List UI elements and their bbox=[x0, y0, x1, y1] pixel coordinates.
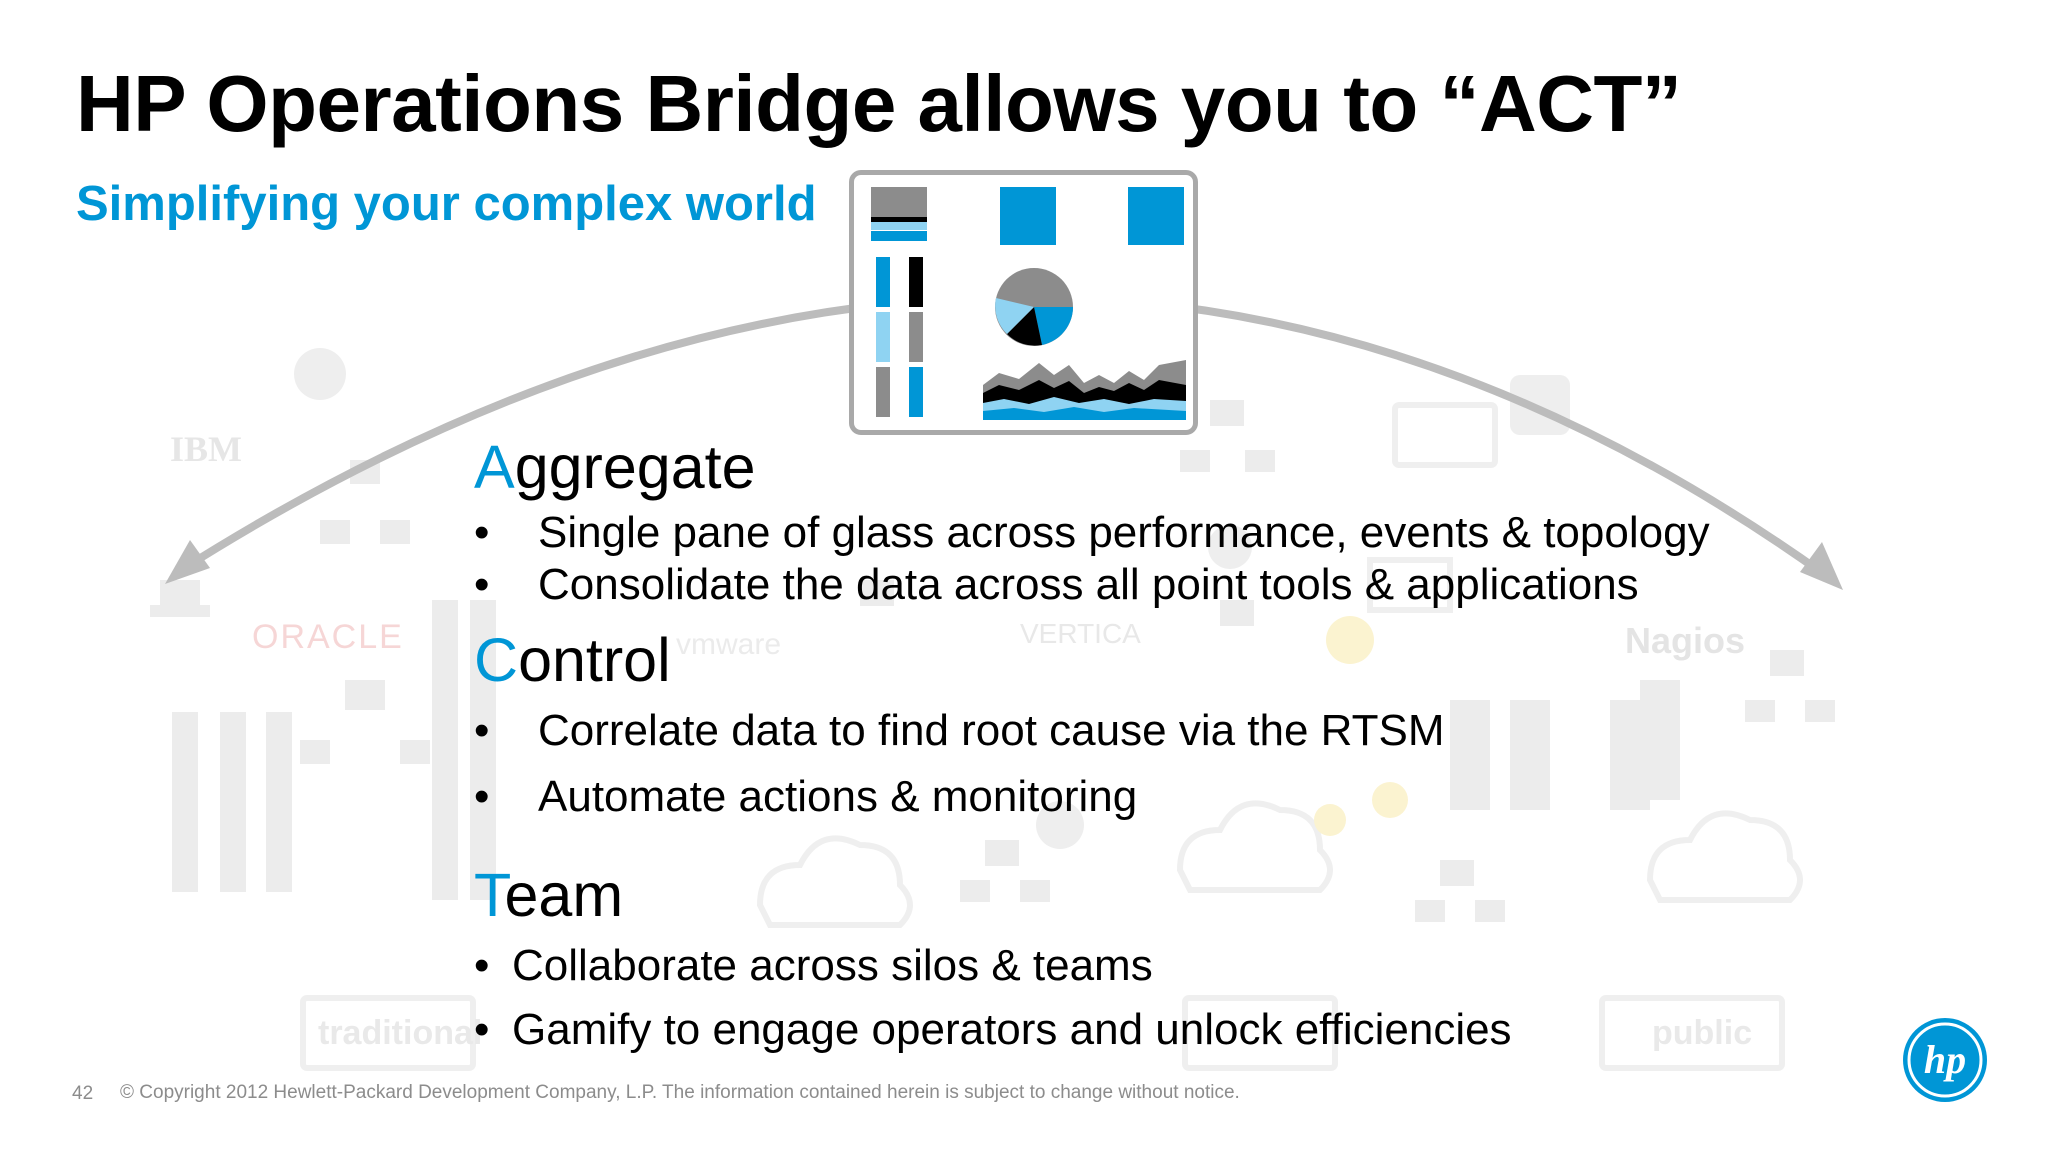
bullet-dot: • bbox=[474, 941, 490, 990]
bullet-dot: • bbox=[474, 1005, 490, 1054]
bullet-text: Single pane of glass across performance,… bbox=[538, 508, 1710, 557]
heading-initial: C bbox=[474, 626, 519, 694]
traditional-label: traditional bbox=[318, 1014, 483, 1052]
bullet-text: Consolidate the data across all point to… bbox=[538, 560, 1639, 609]
section-heading: Team bbox=[474, 865, 623, 926]
public-label: public bbox=[1652, 1014, 1753, 1052]
section-control: Control • Correlate data to find root cau… bbox=[474, 630, 1445, 819]
page-number: 42 bbox=[72, 1083, 94, 1104]
bullet-text: Correlate data to find root cause via th… bbox=[538, 706, 1445, 755]
bullet-dot: • bbox=[474, 560, 490, 609]
ibm-logo: IBM bbox=[170, 429, 242, 469]
section-heading: Control bbox=[474, 630, 671, 691]
heading-rest: eam bbox=[504, 861, 624, 929]
hp-logo-icon: hp bbox=[1903, 1018, 1987, 1102]
bullet-dot: • bbox=[474, 772, 490, 821]
bullet-dot: • bbox=[474, 706, 490, 755]
section-heading: Aggregate bbox=[474, 437, 756, 498]
section-team: Team • Collaborate across silos & teams •… bbox=[474, 865, 1512, 1052]
heading-rest: ontrol bbox=[518, 626, 671, 694]
heading-rest: ggregate bbox=[514, 433, 756, 501]
vertica-logo: VERTICA bbox=[1020, 618, 1141, 649]
bullet-text: Gamify to engage operators and unlock ef… bbox=[512, 1005, 1512, 1054]
page-title: HP Operations Bridge allows you to “ACT” bbox=[76, 59, 1682, 148]
section-aggregate: Aggregate • Single pane of glass across p… bbox=[474, 437, 1710, 607]
heading-initial: A bbox=[474, 433, 515, 501]
bullet-text: Automate actions & monitoring bbox=[538, 772, 1138, 821]
heading-initial: T bbox=[474, 861, 505, 929]
nagios-logo: Nagios bbox=[1625, 620, 1746, 661]
page-subtitle: Simplifying your complex world bbox=[76, 177, 817, 231]
dashboard-graphic bbox=[871, 187, 1186, 420]
svg-text:hp: hp bbox=[1924, 1037, 1966, 1082]
copyright-notice: © Copyright 2012 Hewlett-Packard Develop… bbox=[120, 1082, 1240, 1103]
vmware-logo: vmware bbox=[676, 628, 782, 661]
dashboard-icon bbox=[849, 170, 1198, 435]
oracle-logo: ORACLE bbox=[252, 618, 404, 656]
bullet-dot: • bbox=[474, 508, 490, 557]
bullet-text: Collaborate across silos & teams bbox=[512, 941, 1153, 990]
